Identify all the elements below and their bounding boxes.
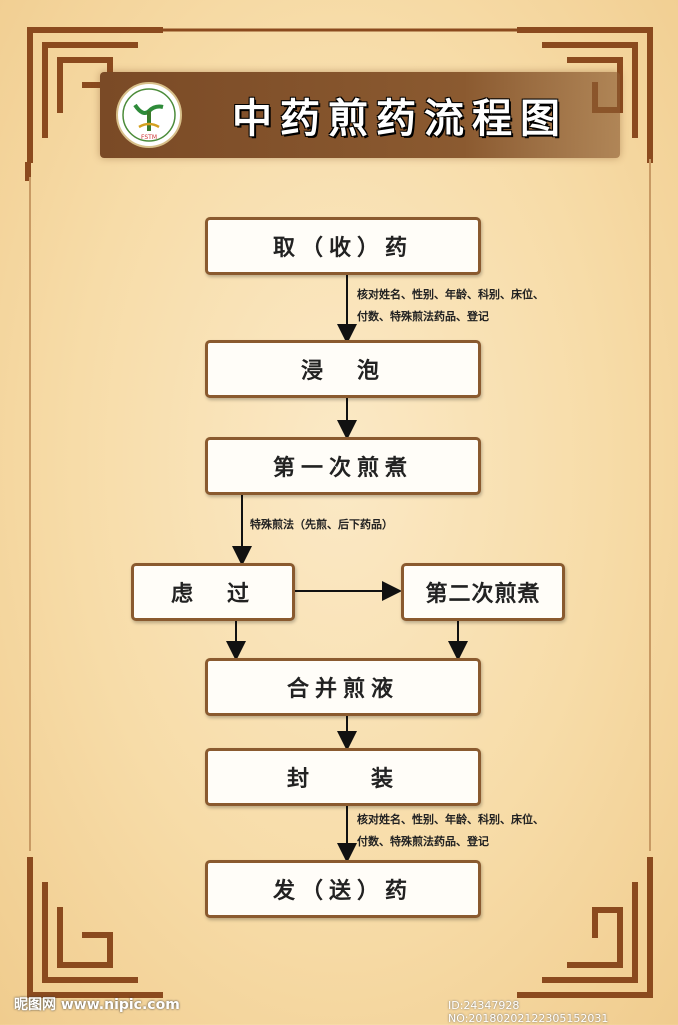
title-banner	[100, 72, 620, 158]
note-check-1-line1: 核对姓名、性别、年龄、科别、床位、	[357, 288, 544, 301]
step-deliver-medicine: 发（送）药	[205, 860, 481, 918]
step-filter: 虑 过	[131, 563, 295, 621]
step-take-medicine: 取（收）药	[205, 217, 481, 275]
step-seal: 封 装	[205, 748, 481, 806]
svg-text:FSTM: FSTM	[141, 134, 157, 141]
note-check-1-line2: 付数、特殊煎法药品、登记	[357, 310, 489, 323]
hospital-logo: FSTM	[116, 82, 182, 148]
note-check-2-line1: 核对姓名、性别、年龄、科别、床位、	[357, 813, 544, 826]
step-soak: 浸 泡	[205, 340, 481, 398]
step-merge-liquid: 合并煎液	[205, 658, 481, 716]
note-check-2: 核对姓名、性别、年龄、科别、床位、 付数、特殊煎法药品、登记	[357, 809, 544, 853]
step-second-decoction: 第二次煎煮	[401, 563, 565, 621]
note-check-1: 核对姓名、性别、年龄、科别、床位、 付数、特殊煎法药品、登记	[357, 284, 544, 328]
note-special: 特殊煎法（先煎、后下药品）	[250, 518, 393, 531]
step-first-decoction: 第一次煎煮	[205, 437, 481, 495]
page-title: 中药煎药流程图	[232, 96, 568, 142]
watermark-right: ID:24347928 NO:20180202122305152031	[448, 999, 609, 1025]
note-check-2-line2: 付数、特殊煎法药品、登记	[357, 835, 489, 848]
watermark-left: 昵图网 www.nipic.com	[14, 997, 180, 1013]
